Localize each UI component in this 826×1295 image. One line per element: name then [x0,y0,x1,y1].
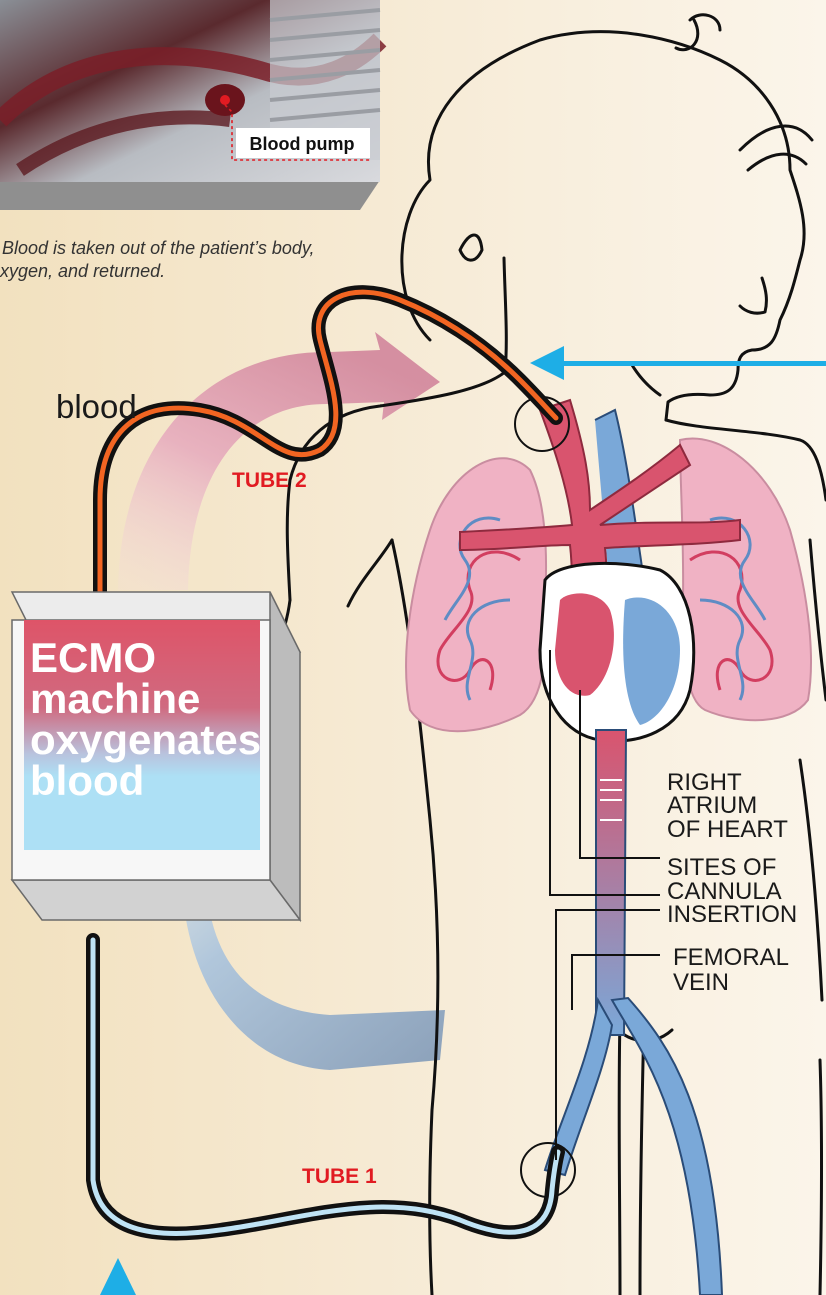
caption-line-2: xygen, and returned. [0,261,165,281]
svg-text:ATRIUM: ATRIUM [667,792,757,819]
svg-text:VEIN: VEIN [673,969,729,996]
tube-2-label: TUBE 2 [232,469,307,492]
pump-marker-dot [220,95,230,105]
blood-flow-word: blood [56,388,137,425]
machine-text-line-4: blood [30,757,144,804]
machine-text-line-3: oxygenates [30,716,261,763]
ecmo-machine: ECMO machine oxygenates blood [12,592,300,920]
blood-pump-label: Blood pump [250,134,355,154]
svg-text:SITES OF: SITES OF [667,854,776,881]
tube-1-label: TUBE 1 [302,1165,377,1188]
svg-text:OF HEART: OF HEART [667,816,788,843]
blood-pump-photo: Blood pump [0,0,380,210]
machine-text-line-2: machine [30,675,200,722]
svg-text:INSERTION: INSERTION [667,901,797,928]
machine-text-line-1: ECMO [30,634,156,681]
svg-text:FEMORAL: FEMORAL [673,944,789,971]
caption-line-1: Blood is taken out of the patient’s body… [2,238,315,258]
